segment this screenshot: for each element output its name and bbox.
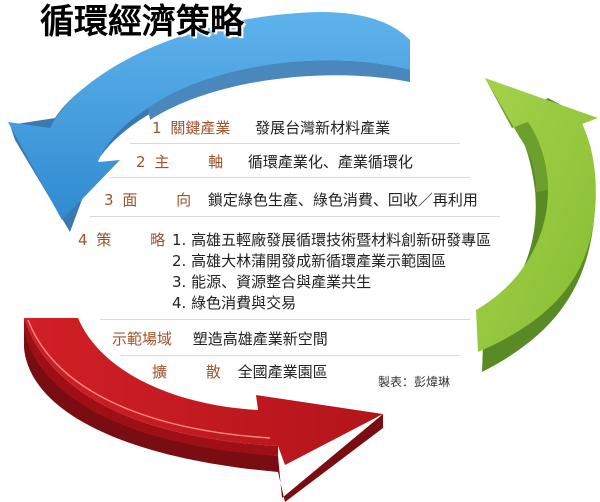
row-label-b: 略 <box>150 231 166 249</box>
row-label: 示範場域 <box>112 330 173 348</box>
row-label-a: 主 <box>154 153 170 171</box>
divider <box>90 216 500 217</box>
divider <box>130 143 460 144</box>
row-label-a: 策 <box>96 231 112 249</box>
row-label: 關鍵產業 <box>170 119 231 137</box>
divider <box>120 355 460 356</box>
divider <box>100 319 470 320</box>
credit-text: 製表：彭煒琳 <box>378 375 451 389</box>
strategy-list: 1. 高雄五輕廠發展循環技術暨材料創新研發專區 2. 高雄大林蒲開發成新循環產業… <box>172 230 491 314</box>
red-arrow-icon <box>24 318 383 502</box>
blue-arrow-icon <box>8 12 410 232</box>
strategy-item: 4. 綠色消費與交易 <box>172 294 297 312</box>
row-label-b: 軸 <box>208 153 224 171</box>
row-number: 1 <box>152 119 162 137</box>
divider <box>110 177 470 178</box>
strategy-item: 3. 能源、資源整合與產業共生 <box>172 273 372 291</box>
row-strategy: 4 策 略 <box>78 230 165 250</box>
row-direction: 3 面 向 鎖定綠色生產、綠色消費、回收／再利用 <box>104 190 478 210</box>
row-number: 3 <box>104 191 114 209</box>
green-arrow-icon <box>476 78 598 372</box>
strategy-item: 2. 高雄大林蒲開發成新循環產業示範園區 <box>172 252 447 270</box>
row-number: 4 <box>78 231 88 249</box>
row-number: 2 <box>136 153 146 171</box>
row-main-axis: 2 主 軸 循環產業化、產業循環化 <box>136 152 413 172</box>
row-value: 循環產業化、產業循環化 <box>247 153 413 171</box>
row-key-industry: 1 關鍵產業 發展台灣新材料產業 <box>152 118 390 138</box>
row-demo-field: 示範場域 塑造高雄產業新空間 <box>112 329 328 349</box>
strategy-item: 1. 高雄五輕廠發展循環技術暨材料創新研發專區 <box>172 231 492 249</box>
row-value: 塑造高雄產業新空間 <box>192 330 328 348</box>
row-value: 全國產業園區 <box>237 363 328 381</box>
row-value: 鎖定綠色生產、綠色消費、回收／再利用 <box>207 191 478 209</box>
diagram-title: 循環經濟策略 <box>40 2 244 42</box>
row-label-b: 散 <box>205 363 221 381</box>
row-expand: 擴 散 全國產業園區 <box>152 362 328 382</box>
row-label-a: 面 <box>122 191 138 209</box>
row-label-a: 擴 <box>152 363 168 381</box>
row-label-b: 向 <box>176 191 192 209</box>
row-value: 發展台灣新材料產業 <box>255 119 391 137</box>
